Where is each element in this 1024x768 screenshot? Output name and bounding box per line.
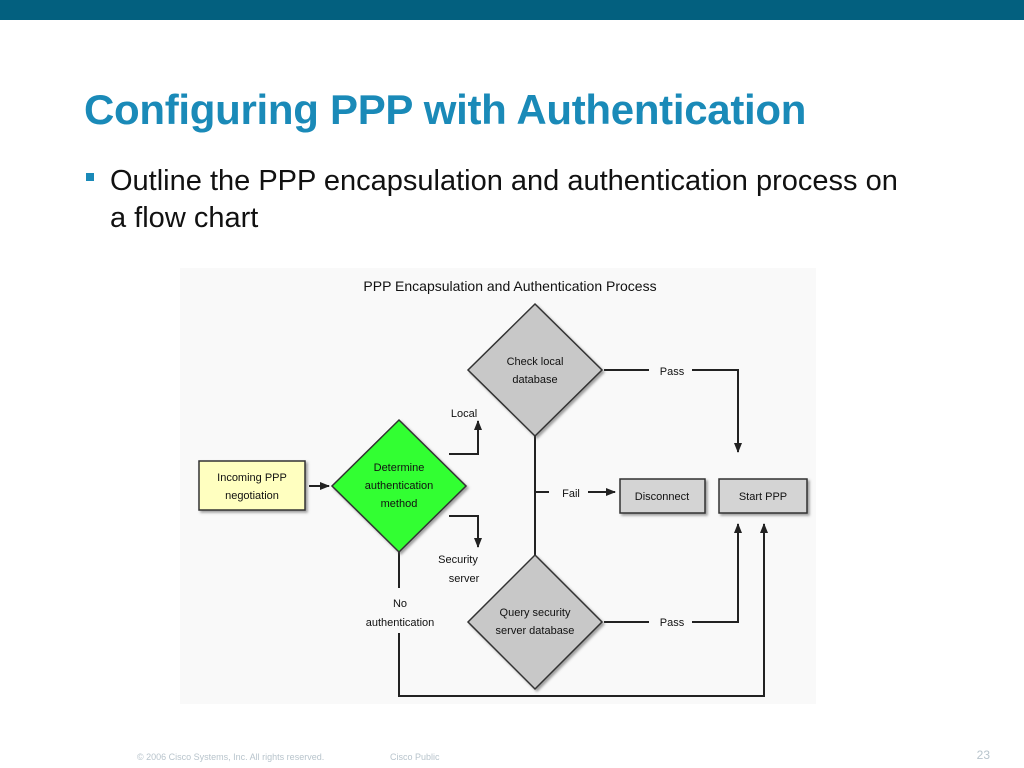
label-no-auth-line1: No: [393, 598, 407, 610]
label-fail: Fail: [562, 488, 580, 500]
node-disconnect: Disconnect: [619, 478, 706, 514]
node-disconnect-label: Disconnect: [635, 491, 689, 503]
diagram-title: PPP Encapsulation and Authentication Pro…: [363, 278, 656, 294]
node-query-security-line2: server database: [496, 625, 575, 637]
label-security-line1: Security: [438, 554, 478, 566]
node-start-ppp: Start PPP: [718, 478, 808, 514]
edge-pass-local-b: [692, 369, 742, 453]
bullet-item: Outline the PPP encapsulation and authen…: [84, 163, 904, 237]
bullet-text: Outline the PPP encapsulation and authen…: [110, 165, 898, 234]
label-local: Local: [451, 408, 477, 420]
node-incoming-line2: negotiation: [225, 490, 279, 502]
edge-no-auth-b: [398, 523, 768, 697]
node-query-security-line1: Query security: [500, 607, 571, 619]
footer-copyright: © 2006 Cisco Systems, Inc. All rights re…: [137, 752, 325, 762]
flowchart: PPP Encapsulation and Authentication Pro…: [198, 278, 808, 697]
node-incoming-line1: Incoming PPP: [217, 472, 287, 484]
edge-security-server: [449, 515, 482, 548]
node-determine-line1: Determine: [374, 462, 425, 474]
node-determine-method: Determine authentication method: [330, 418, 468, 554]
label-security-line2: server: [449, 573, 480, 585]
label-pass-security: Pass: [660, 617, 685, 629]
node-incoming-ppp: Incoming PPP negotiation: [198, 460, 306, 511]
node-check-local-line2: database: [512, 374, 557, 386]
node-determine-line2: authentication: [365, 480, 434, 492]
page-number: 23: [976, 748, 990, 762]
node-determine-line3: method: [381, 498, 418, 510]
edge-pass-security-b: [692, 523, 742, 623]
node-check-local: Check local database: [466, 302, 604, 438]
connector-lines: [309, 369, 768, 697]
square-bullet-icon: [86, 173, 94, 181]
node-check-local-line1: Check local: [507, 356, 564, 368]
slide-title: Configuring PPP with Authentication: [84, 86, 807, 133]
node-query-security: Query security server database: [466, 553, 604, 691]
top-banner: [0, 0, 1024, 20]
node-start-ppp-label: Start PPP: [739, 491, 787, 503]
footer-classification: Cisco Public: [390, 752, 440, 762]
label-pass-local: Pass: [660, 366, 685, 378]
label-no-auth-line2: authentication: [366, 617, 435, 629]
edge-local: [449, 420, 482, 455]
